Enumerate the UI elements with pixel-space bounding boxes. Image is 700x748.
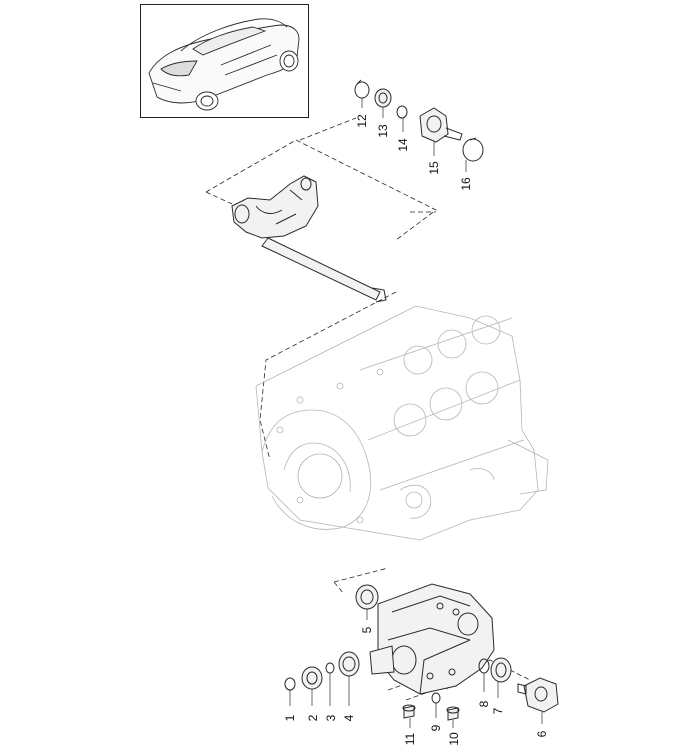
callout-2: 2 [306, 714, 320, 722]
callout-3: 3 [324, 714, 338, 722]
bracket-shaft-assembly [231, 175, 387, 303]
seal-13 [374, 88, 392, 108]
ring-3 [325, 662, 335, 674]
callout-1: 1 [283, 714, 297, 722]
leader-lines [289, 98, 543, 728]
seal-2 [301, 666, 323, 690]
callout-16: 16 [459, 177, 473, 191]
ring-14 [396, 105, 408, 119]
callout-14: 14 [396, 138, 410, 152]
callout-6: 6 [535, 730, 549, 738]
callout-4: 4 [342, 714, 356, 722]
plug-11 [402, 704, 416, 719]
seal-4 [338, 651, 360, 677]
engine-block-ghost [255, 305, 549, 541]
flange-15 [419, 107, 463, 143]
callout-13: 13 [376, 124, 390, 138]
callout-8: 8 [477, 700, 491, 708]
car-icon [148, 18, 300, 111]
vehicle-inset-frame [140, 4, 309, 118]
shaft-group-frame [205, 139, 437, 461]
seal-5 [355, 584, 379, 610]
clip-16 [462, 137, 484, 162]
callout-7: 7 [491, 707, 505, 715]
callout-9: 9 [429, 724, 443, 732]
flange-6 [517, 677, 559, 713]
plug-10 [446, 706, 460, 721]
washer-9 [431, 692, 441, 704]
transfer-case [369, 583, 495, 695]
callout-10: 10 [447, 732, 461, 746]
callout-11: 11 [403, 732, 417, 746]
callout-5: 5 [360, 626, 374, 634]
callout-12: 12 [355, 114, 369, 128]
callout-15: 15 [427, 161, 441, 175]
seal-7 [490, 657, 512, 683]
ring-1 [284, 677, 296, 691]
ring-12 [354, 79, 370, 99]
